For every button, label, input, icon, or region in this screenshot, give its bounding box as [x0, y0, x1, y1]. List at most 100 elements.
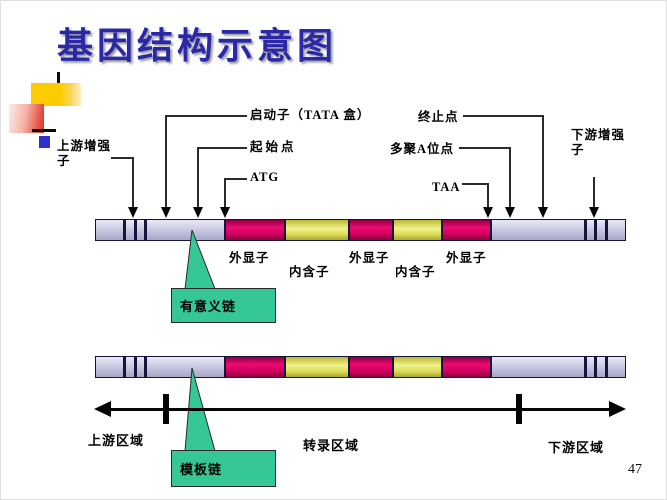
segment-intron [394, 357, 441, 377]
segment-intron [286, 357, 348, 377]
label-promoter: 启动子（TATA 盒） [250, 108, 371, 122]
segment-divider [348, 220, 350, 240]
caption-exon-3: 外显子 [446, 251, 487, 265]
axis-left-arrowhead-icon [94, 401, 111, 417]
caption-exon-1: 外显子 [229, 251, 270, 265]
segment-divider [123, 220, 126, 240]
segment-intron [286, 220, 348, 240]
label-atg: ATG [250, 170, 280, 184]
promoter-connector-v [165, 115, 167, 208]
axis-right-arrowhead-icon [609, 401, 626, 417]
segment-flank [126, 357, 134, 377]
segment-divider [134, 220, 137, 240]
segment-divider [123, 357, 126, 377]
segment-divider [134, 357, 137, 377]
label-taa: TAA [432, 180, 461, 194]
template-strand-callout: 模板链 [171, 450, 276, 487]
segment-divider [605, 220, 608, 240]
segment-divider [441, 220, 443, 240]
gene-bar-template [95, 356, 626, 378]
segment-exon [226, 220, 284, 240]
segment-flank [492, 357, 584, 377]
gene-bar-sense [95, 219, 626, 241]
page-number: 47 [628, 462, 642, 477]
stop-site-connector-v [542, 115, 544, 208]
segment-flank [608, 220, 625, 240]
polya-site-connector [459, 147, 511, 149]
segment-flank [126, 220, 134, 240]
segment-flank [137, 220, 144, 240]
caption-exon-2: 外显子 [349, 251, 390, 265]
sense-strand-callout: 有意义链 [171, 288, 276, 323]
taa-arrowhead-icon [483, 207, 493, 218]
label-downstream-enhancer: 下游增强子 [571, 128, 626, 157]
sense-strand-label: 有意义链 [180, 299, 237, 314]
segment-intron [394, 220, 441, 240]
promoter-arrowhead-icon [161, 207, 171, 218]
segment-divider [594, 357, 597, 377]
taa-connector [462, 183, 489, 185]
stop-site-arrowhead-icon [538, 207, 548, 218]
segment-flank [597, 220, 605, 240]
segment-divider [490, 357, 492, 377]
label-transcribed-region: 转录区域 [303, 438, 360, 453]
segment-divider [594, 220, 597, 240]
upstream-enhancer-connector [111, 157, 134, 159]
promoter-connector [165, 115, 247, 117]
segment-flank [492, 220, 584, 240]
segment-divider [605, 357, 608, 377]
decor-horizontal-line [32, 129, 56, 132]
downstream-enhancer-arrowhead-icon [589, 207, 599, 218]
polya-site-connector-v [509, 147, 511, 208]
segment-divider [441, 357, 443, 377]
segment-flank [137, 357, 144, 377]
taa-connector-v [487, 183, 489, 208]
segment-divider [490, 220, 492, 240]
segment-divider [284, 220, 286, 240]
upstream-enhancer-arrowhead-icon [128, 207, 138, 218]
segment-flank [147, 220, 224, 240]
caption-intron-1: 内含子 [289, 265, 330, 279]
axis-tick-transcription-end [516, 394, 522, 424]
upstream-enhancer-connector-v [132, 157, 134, 208]
atg-connector-v [224, 178, 226, 208]
start-site-connector [197, 147, 247, 149]
atg-connector [224, 178, 247, 180]
polya-site-arrowhead-icon [505, 207, 515, 218]
stop-site-connector [463, 115, 544, 117]
segment-exon [443, 220, 490, 240]
start-site-connector-v [197, 147, 199, 208]
segment-flank [587, 220, 594, 240]
label-upstream-enhancer: 上游增强子 [57, 139, 112, 168]
label-stop-site: 终止点 [418, 110, 459, 124]
decor-yellow-square [31, 83, 81, 106]
segment-exon [226, 357, 284, 377]
region-axis-line [107, 408, 613, 411]
label-upstream-region: 上游区域 [88, 433, 145, 448]
segment-flank [608, 357, 625, 377]
label-downstream-region: 下游区域 [548, 440, 605, 455]
segment-flank [587, 357, 594, 377]
template-strand-label: 模板链 [180, 462, 223, 477]
segment-divider [224, 357, 226, 377]
segment-exon [350, 357, 392, 377]
label-polya-site: 多聚A位点 [390, 142, 455, 156]
segment-divider [348, 357, 350, 377]
decor-pink-square [9, 104, 44, 133]
segment-divider [392, 220, 394, 240]
decor-navy-square [39, 136, 50, 148]
segment-flank [96, 357, 123, 377]
segment-divider [392, 357, 394, 377]
segment-flank [147, 357, 224, 377]
segment-divider [144, 220, 147, 240]
segment-divider [584, 357, 587, 377]
segment-exon [350, 220, 392, 240]
segment-flank [597, 357, 605, 377]
segment-flank [96, 220, 123, 240]
label-start-site: 起始点 [250, 140, 297, 154]
sense-strand-pointer-icon [184, 229, 216, 290]
start-site-arrowhead-icon [193, 207, 203, 218]
page-title: 基因结构示意图 [57, 26, 338, 66]
